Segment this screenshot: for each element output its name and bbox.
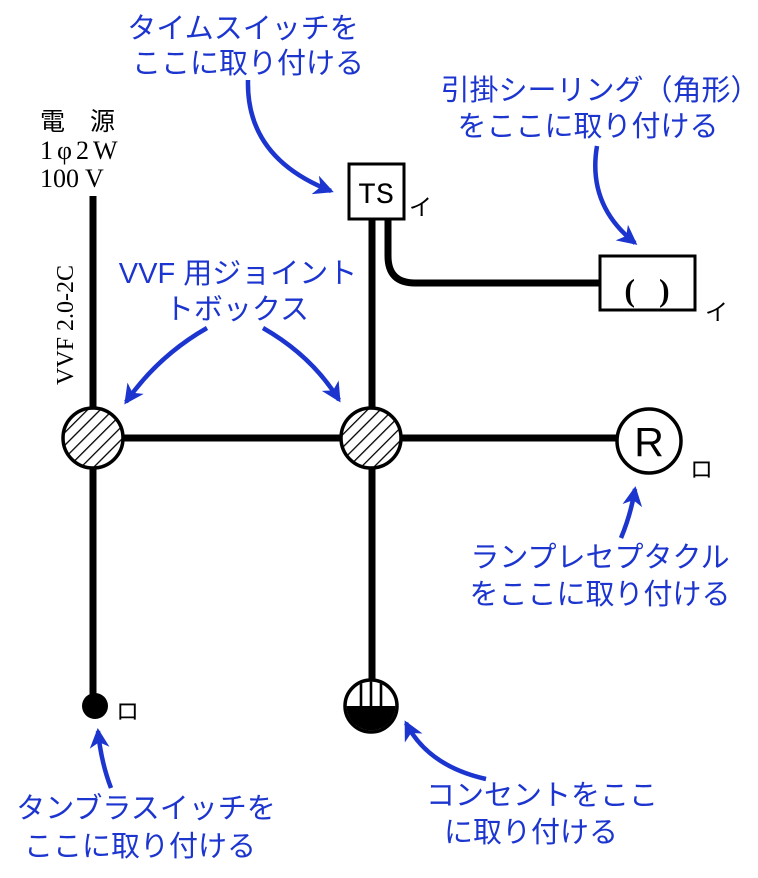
annotation-joint-box-line2: トボックス bbox=[165, 294, 309, 326]
circuit-mark-switch: ロ bbox=[116, 699, 139, 724]
annotation-joint-box-arrow-left bbox=[124, 326, 209, 405]
annotation-tumbler-line2: ここに取り付ける bbox=[24, 830, 256, 863]
annotation-joint-box: VVF 用ジョイント トボックス bbox=[119, 258, 357, 405]
annotation-time-switch-line1: タイムスイッチを bbox=[127, 13, 358, 45]
annotation-joint-box-arrow-right bbox=[261, 326, 341, 403]
tumbler-switch-dot bbox=[82, 693, 108, 719]
time-switch-label: TS bbox=[358, 179, 394, 213]
annotation-tumbler-switch: タンブラスイッチを ここに取り付ける bbox=[16, 728, 276, 863]
power-source-labels: 電 源 1φ2W 100 V bbox=[40, 108, 122, 193]
lamp-receptacle-letter: R bbox=[634, 419, 664, 465]
annotation-ceiling-line1: 引掛シーリング（角形） bbox=[440, 74, 758, 107]
annotation-tumbler-line1: タンブラスイッチを bbox=[16, 792, 276, 825]
annotation-time-switch: タイムスイッチを ここに取り付ける bbox=[127, 13, 364, 195]
annotation-joint-box-line1: VVF 用ジョイント bbox=[119, 258, 357, 290]
power-source-name: 電 源 bbox=[40, 108, 115, 136]
power-source-voltage: 100 V bbox=[40, 164, 104, 193]
power-source-phase: 1φ2W bbox=[40, 136, 122, 165]
annotation-lamp-arrow bbox=[618, 486, 643, 539]
annotation-outlet-line1: コンセントをここ bbox=[426, 780, 658, 812]
time-switch-symbol: TS bbox=[347, 162, 406, 221]
outlet-outline bbox=[343, 678, 399, 734]
circuit-mark-receptacle: ロ bbox=[690, 457, 713, 482]
joint-box-left-hatch bbox=[63, 408, 123, 468]
ceiling-rose-symbol: ( ) bbox=[598, 254, 697, 312]
lamp-receptacle-symbol: R bbox=[615, 407, 683, 475]
circuit-mark-ts: イ bbox=[409, 195, 432, 220]
joint-box-center bbox=[339, 406, 403, 470]
annotation-lamp-receptacle: ランプレセプタクル をここに取り付ける bbox=[469, 486, 731, 611]
annotation-time-switch-line2: ここに取り付ける bbox=[132, 47, 364, 80]
annotation-ceiling-line2: をここに取り付ける bbox=[457, 110, 718, 143]
outlet-half-fill bbox=[346, 706, 396, 731]
ceiling-rose-glyph: ( ) bbox=[624, 272, 677, 308]
annotation-lamp-line1: ランプレセプタクル bbox=[470, 542, 729, 574]
joint-box-center-hatch bbox=[341, 408, 401, 468]
annotation-time-switch-arrow bbox=[245, 79, 334, 195]
annotation-outlet: コンセントをここ に取り付ける bbox=[403, 720, 658, 849]
lamp-receptacle-circle bbox=[615, 407, 683, 475]
annotation-tumbler-arrow bbox=[89, 728, 114, 789]
annotation-outlet-arrow bbox=[403, 720, 487, 782]
ceiling-rose-box bbox=[598, 254, 697, 312]
annotation-lamp-line2: をここに取り付ける bbox=[469, 578, 730, 611]
joint-box-center-outline bbox=[339, 406, 403, 470]
time-switch-box bbox=[347, 162, 406, 221]
annotation-ceiling-arrow bbox=[593, 145, 638, 245]
cable-type-label: VVF 2.0-2C bbox=[53, 265, 79, 385]
joint-box-left-outline bbox=[61, 406, 125, 470]
annotation-outlet-line2: に取り付ける bbox=[444, 816, 618, 849]
annotation-ceiling-rose: 引掛シーリング（角形） をここに取り付ける bbox=[440, 74, 758, 245]
circuit-mark-ceiling: イ bbox=[705, 300, 728, 325]
wire-ts-to-ceiling bbox=[384, 219, 600, 287]
outlet-symbol bbox=[343, 678, 399, 734]
joint-box-left bbox=[61, 406, 125, 470]
